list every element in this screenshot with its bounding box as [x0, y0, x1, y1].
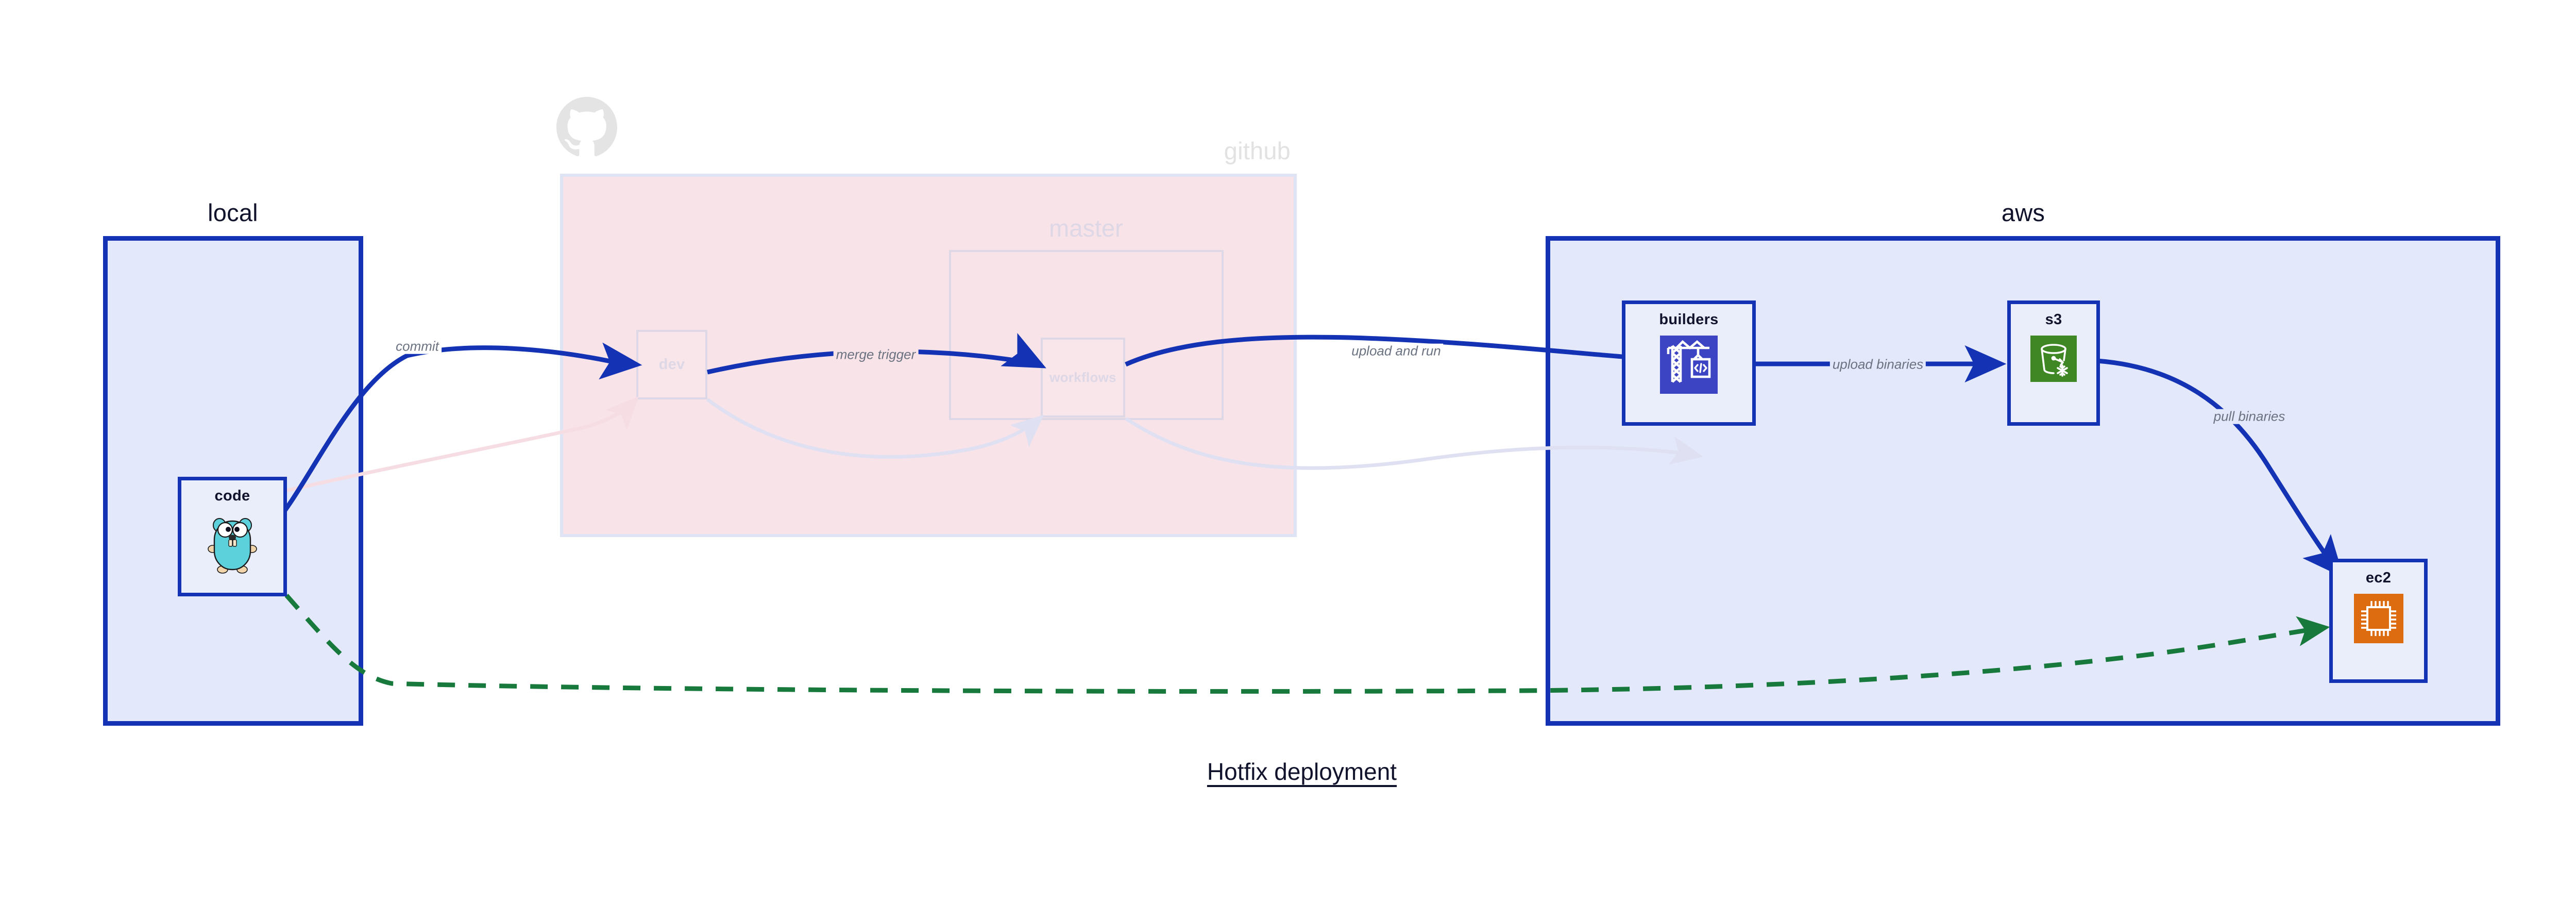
edge-commit — [271, 342, 642, 527]
ghost-node-workflows: workflows — [1041, 338, 1125, 417]
node-s3[interactable]: s3 — [2007, 300, 2100, 426]
zone-github — [560, 174, 1297, 537]
edge-label-upload-binaries: upload binaries — [1829, 357, 1926, 372]
zone-local-label: local — [208, 199, 258, 226]
edge-label-upload-and-run: upload and run — [1349, 344, 1444, 359]
edge-label-pull-binaries: pull binaries — [2211, 409, 2288, 424]
edge-label-commit: commit — [393, 339, 442, 354]
ghost-node-dev: dev — [636, 330, 707, 399]
edge-pull-binaries — [2096, 358, 2344, 578]
aws-ec2-chip-icon — [2353, 594, 2403, 646]
edge-faded-return-3 — [1125, 417, 1703, 470]
zone-aws-label: aws — [2001, 199, 2045, 226]
zone-github-label: github — [1224, 137, 1291, 164]
ghost-group-master — [949, 250, 1224, 420]
go-gopher-icon — [204, 512, 261, 576]
node-ec2[interactable]: ec2 — [2329, 559, 2428, 683]
node-builders[interactable]: builders — [1622, 300, 1756, 426]
edge-label-merge-trigger: merge trigger — [833, 347, 919, 362]
node-s3-label: s3 — [2045, 311, 2062, 328]
node-code-label: code — [214, 488, 250, 504]
edge-faded-return-2 — [706, 398, 1044, 459]
aws-s3-glacier-icon — [2030, 336, 2077, 385]
ghost-node-workflows-label: workflows — [1049, 370, 1116, 385]
node-ec2-label: ec2 — [2365, 570, 2392, 586]
aws-codebuild-icon — [1660, 336, 1718, 396]
edge-hotfix-direct — [284, 594, 2330, 694]
node-builders-label: builders — [1659, 311, 1719, 328]
edge-faded-return-1 — [267, 396, 639, 497]
node-code[interactable]: code — [178, 477, 287, 596]
github-octocat-icon — [556, 97, 617, 158]
diagram-title: Hotfix deployment — [1207, 758, 1397, 785]
ghost-group-master-label: master — [1049, 214, 1123, 242]
ghost-node-dev-label: dev — [658, 356, 685, 373]
